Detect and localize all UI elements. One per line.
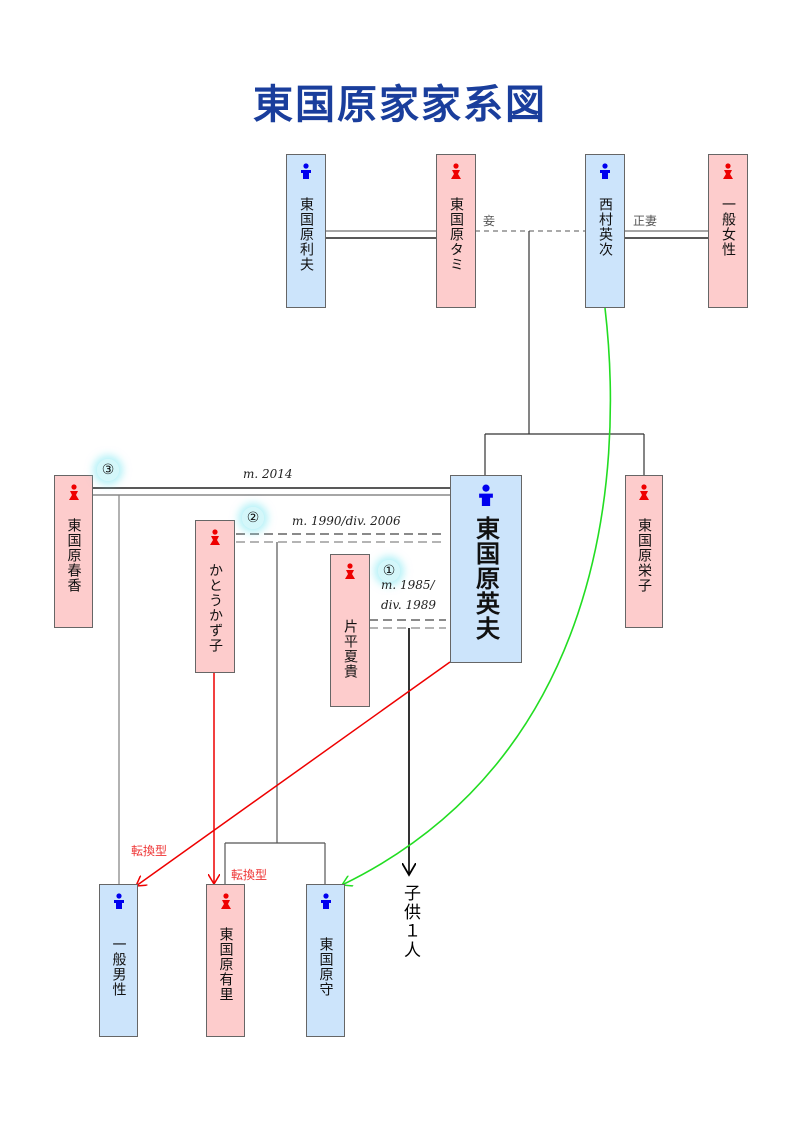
- male-icon: [301, 163, 311, 179]
- person-name: 東国原利夫: [298, 197, 314, 272]
- conversion-label-2: 転換型: [231, 868, 268, 882]
- person-tami[interactable]: 東国原タミ: [436, 154, 476, 308]
- legal-wife-label: 正妻: [633, 214, 658, 228]
- person-woman[interactable]: 一般女性: [708, 154, 748, 308]
- marriage-number-2: ②: [242, 507, 264, 529]
- person-name: 東国原英夫: [471, 516, 501, 641]
- male-icon: [113, 893, 124, 909]
- marriage-2-label: m. 1990/div. 2006: [292, 514, 401, 528]
- person-toshio[interactable]: 東国原利夫: [286, 154, 326, 308]
- female-icon: [210, 529, 220, 545]
- person-hideo[interactable]: 東国原英夫: [450, 475, 522, 663]
- female-icon: [451, 163, 461, 179]
- person-name: 西村英次: [597, 197, 613, 257]
- marriage-1-label-line2: div. 1989: [381, 598, 437, 612]
- marriage-number-3: ③: [97, 459, 119, 481]
- female-icon: [723, 163, 733, 179]
- person-yuri[interactable]: 東国原有里: [206, 884, 245, 1037]
- female-icon: [220, 893, 231, 909]
- person-eiko[interactable]: 東国原栄子: [625, 475, 663, 628]
- person-name: 東国原有里: [217, 927, 234, 1002]
- person-haruka[interactable]: 東国原春香: [54, 475, 93, 628]
- marriage-3-label: m. 2014: [243, 467, 293, 481]
- male-icon: [479, 484, 493, 506]
- person-mamoru[interactable]: 東国原守: [306, 884, 345, 1037]
- female-icon: [345, 563, 355, 579]
- person-name: かとうかず子: [207, 563, 223, 653]
- conversion-arrow-man: [136, 661, 451, 886]
- conversion-label-1: 転換型: [131, 844, 168, 858]
- male-icon: [600, 163, 610, 179]
- person-eiji[interactable]: 西村英次: [585, 154, 625, 308]
- page-title: 東国原家家系図: [253, 81, 547, 128]
- marriage-1-label-line1: m. 1985/: [381, 578, 435, 592]
- child-note: 子供１人: [400, 884, 420, 960]
- mistress-label: 妾: [483, 214, 496, 228]
- green-curve-arrow: [342, 307, 612, 885]
- person-natsuki[interactable]: 片平夏貴: [330, 554, 370, 707]
- male-icon: [320, 893, 331, 909]
- person-name: 東国原守: [317, 937, 334, 997]
- marriage-number-1: ①: [378, 560, 400, 582]
- person-kazuko[interactable]: かとうかず子: [195, 520, 235, 673]
- female-icon: [68, 484, 79, 500]
- person-name: 一般男性: [110, 937, 127, 997]
- female-icon: [639, 484, 649, 500]
- person-name: 東国原栄子: [636, 518, 652, 593]
- person-name: 東国原タミ: [448, 197, 464, 272]
- person-name: 一般女性: [720, 197, 736, 257]
- person-man[interactable]: 一般男性: [99, 884, 138, 1037]
- person-name: 片平夏貴: [342, 619, 358, 679]
- person-name: 東国原春香: [65, 518, 82, 593]
